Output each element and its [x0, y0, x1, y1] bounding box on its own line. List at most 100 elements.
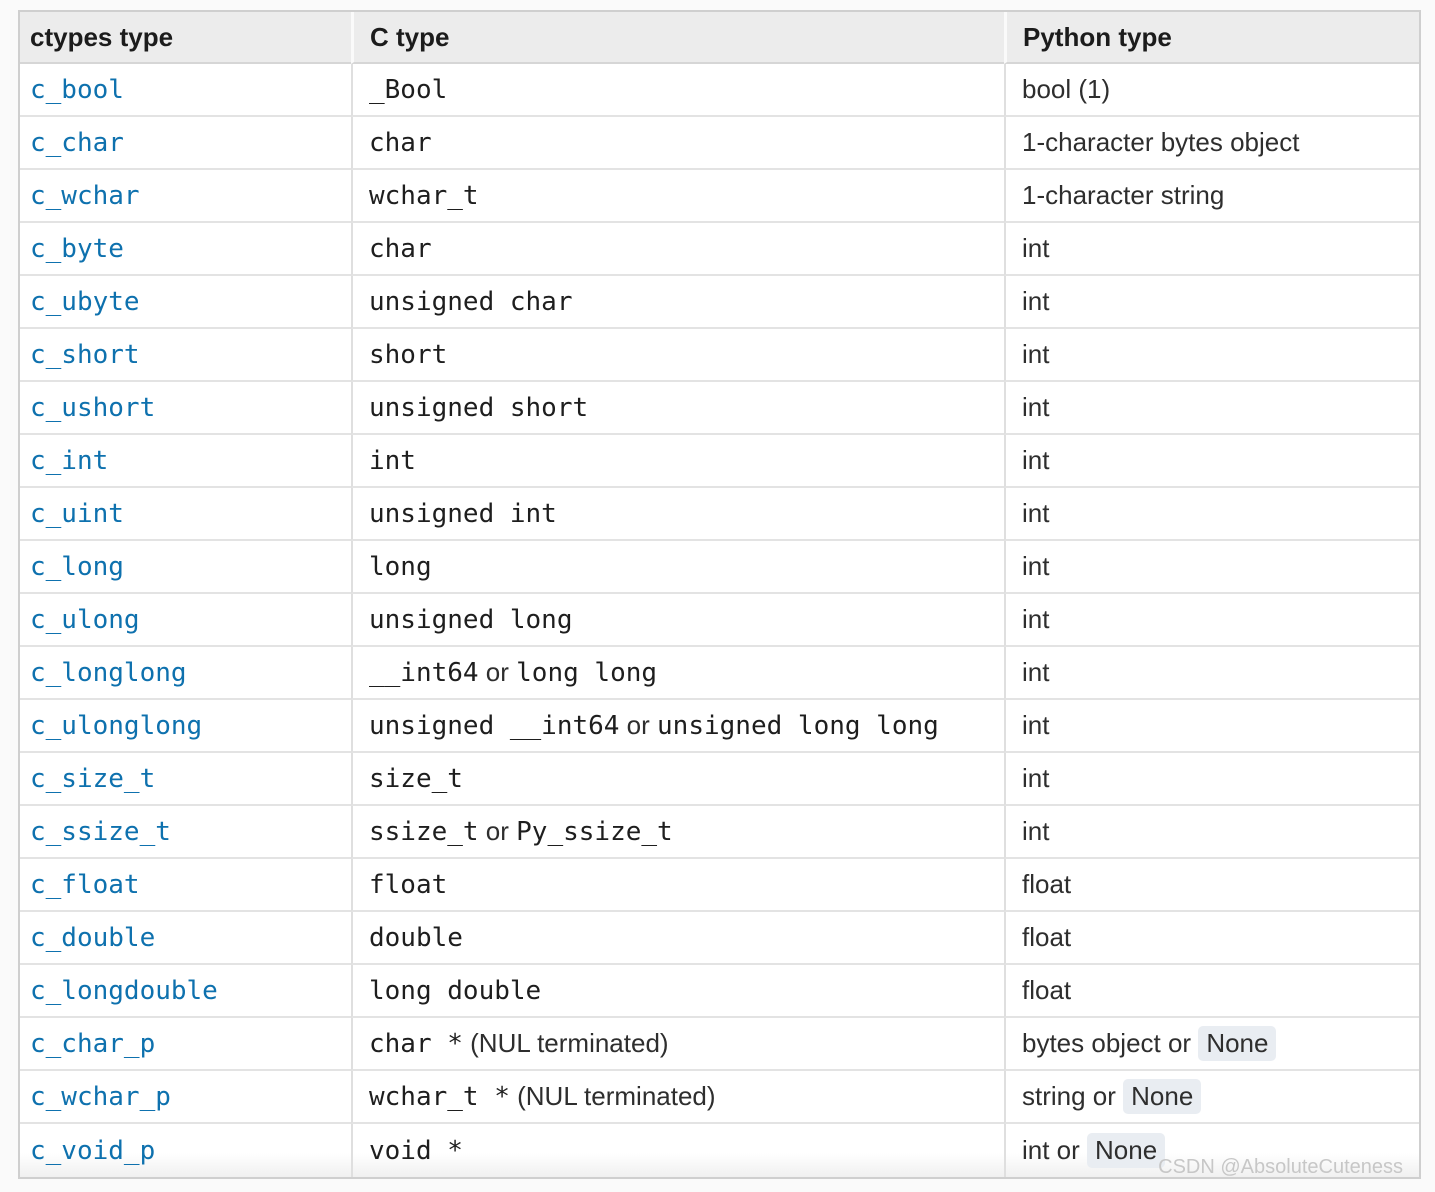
python-type-cell: bool (1)	[1004, 64, 1419, 117]
ctypes-type-cell: c_int	[20, 435, 351, 488]
c-type-cell: char * (NUL terminated)	[351, 1018, 1004, 1071]
plain-text: (NUL terminated)	[462, 1028, 669, 1058]
ctypes-type-link[interactable]: c_ulonglong	[30, 710, 203, 741]
ctypes-type-link[interactable]: c_ubyte	[30, 286, 140, 317]
plain-text: bytes object or	[1022, 1028, 1199, 1058]
ctypes-type-cell: c_double	[20, 912, 351, 965]
code-text: size_t	[369, 763, 463, 794]
ctypes-type-link[interactable]: c_bool	[30, 74, 124, 105]
none-code-literal: None	[1198, 1026, 1277, 1061]
ctypes-type-link[interactable]: c_ushort	[30, 392, 156, 423]
ctypes-type-cell: c_long	[20, 541, 351, 594]
plain-text: float	[1022, 922, 1072, 952]
header-row: ctypes type C type Python type	[20, 12, 1419, 64]
table-row: c_wchar wchar_t 1-character string	[20, 170, 1419, 223]
ctypes-type-link[interactable]: c_int	[30, 445, 109, 476]
ctypes-type-cell: c_longlong	[20, 647, 351, 700]
none-code-literal: None	[1123, 1079, 1202, 1114]
code-text: float	[369, 869, 448, 900]
code-text: double	[369, 922, 463, 953]
table-row: c_ssize_t ssize_t or Py_ssize_t int	[20, 806, 1419, 859]
ctypes-type-link[interactable]: c_char	[30, 127, 124, 158]
ctypes-type-link[interactable]: c_char_p	[30, 1028, 156, 1059]
table-row: c_ulong unsigned long int	[20, 594, 1419, 647]
code-text: unsigned long	[369, 604, 573, 635]
ctypes-type-link[interactable]: c_wchar_p	[30, 1081, 171, 1112]
c-type-cell: void *	[351, 1124, 1004, 1177]
plain-text: (NUL terminated)	[509, 1081, 716, 1111]
python-type-cell: int	[1004, 329, 1419, 382]
ctypes-type-cell: c_uint	[20, 488, 351, 541]
ctypes-type-link[interactable]: c_ulong	[30, 604, 140, 635]
plain-text: int	[1022, 816, 1050, 846]
python-type-cell: int	[1004, 276, 1419, 329]
code-text: char	[369, 127, 432, 158]
plain-text: int	[1022, 392, 1050, 422]
code-text: unsigned char	[369, 286, 573, 317]
python-type-cell: int	[1004, 806, 1419, 859]
ctypes-type-link[interactable]: c_void_p	[30, 1135, 156, 1166]
ctypes-type-link[interactable]: c_float	[30, 869, 140, 900]
plain-text: int	[1022, 604, 1050, 634]
ctypes-type-cell: c_bool	[20, 64, 351, 117]
code-text: unsigned int	[369, 498, 557, 529]
ctypes-type-link[interactable]: c_long	[30, 551, 124, 582]
code-text: Py_ssize_t	[516, 817, 673, 847]
plain-text: int	[1022, 498, 1050, 528]
python-type-cell: int	[1004, 435, 1419, 488]
table-row: c_char_p char * (NUL terminated) bytes obj…	[20, 1018, 1419, 1071]
plain-text: int	[1022, 710, 1050, 740]
plain-text: 1-character bytes object	[1022, 127, 1300, 157]
c-type-cell: unsigned char	[351, 276, 1004, 329]
plain-text: int	[1022, 551, 1050, 581]
column-header-python-type: Python type	[1004, 12, 1419, 64]
code-text: int	[369, 445, 416, 476]
c-type-cell: char	[351, 223, 1004, 276]
ctypes-type-link[interactable]: c_longlong	[30, 657, 187, 688]
plain-text: 1-character string	[1022, 180, 1225, 210]
python-type-cell: int	[1004, 488, 1419, 541]
ctypes-types-table: ctypes type C type Python type c_bool_Bo…	[18, 10, 1421, 1179]
python-type-cell: string or None	[1004, 1071, 1419, 1124]
python-type-cell: 1-character bytes object	[1004, 117, 1419, 170]
c-type-cell: ssize_t or Py_ssize_t	[351, 806, 1004, 859]
c-type-cell: short	[351, 329, 1004, 382]
ctypes-type-cell: c_float	[20, 859, 351, 912]
column-header-c-type: C type	[351, 12, 1004, 64]
table-row: c_int int int	[20, 435, 1419, 488]
ctypes-type-link[interactable]: c_byte	[30, 233, 124, 264]
c-type-cell: unsigned long	[351, 594, 1004, 647]
ctypes-type-link[interactable]: c_longdouble	[30, 975, 218, 1006]
code-text: unsigned long long	[657, 711, 939, 741]
python-type-cell: float	[1004, 859, 1419, 912]
c-type-cell: unsigned int	[351, 488, 1004, 541]
code-text: wchar_t *	[369, 1082, 510, 1112]
python-type-cell: int	[1004, 700, 1419, 753]
ctypes-type-link[interactable]: c_short	[30, 339, 140, 370]
code-text: long	[369, 551, 432, 582]
ctypes-type-cell: c_ushort	[20, 382, 351, 435]
table-row: c_ubyte unsigned char int	[20, 276, 1419, 329]
code-text: unsigned short	[369, 392, 589, 423]
code-text: char	[369, 233, 432, 264]
c-type-cell: unsigned __int64 or unsigned long long	[351, 700, 1004, 753]
ctypes-type-link[interactable]: c_ssize_t	[30, 816, 171, 847]
ctypes-type-link[interactable]: c_wchar	[30, 180, 140, 211]
c-type-cell: wchar_t	[351, 170, 1004, 223]
c-type-cell: unsigned short	[351, 382, 1004, 435]
c-type-cell: wchar_t * (NUL terminated)	[351, 1071, 1004, 1124]
ctypes-type-link[interactable]: c_double	[30, 922, 156, 953]
ctypes-type-link[interactable]: c_size_t	[30, 763, 156, 794]
python-type-cell: int	[1004, 753, 1419, 806]
c-type-cell: char	[351, 117, 1004, 170]
plain-text: int	[1022, 286, 1050, 316]
table-row: c_float float float	[20, 859, 1419, 912]
python-type-cell: int	[1004, 382, 1419, 435]
code-text: ssize_t	[369, 817, 479, 847]
ctypes-type-link[interactable]: c_uint	[30, 498, 124, 529]
